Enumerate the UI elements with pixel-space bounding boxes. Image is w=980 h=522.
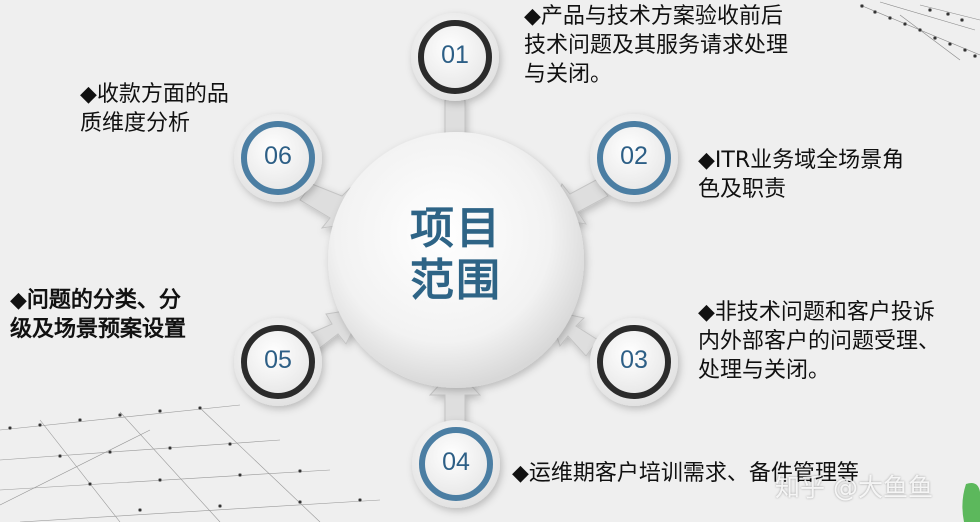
node-text-05: ◆问题的分类、分 级及场景预案设置 xyxy=(10,286,186,344)
node-circle-04 xyxy=(412,420,500,508)
node-circle-03 xyxy=(590,318,678,406)
node-text-05-line1: ◆问题的分类、分 xyxy=(10,288,181,313)
node-text-01-line3: 与关闭。 xyxy=(524,62,613,87)
node-text-01-line2: 技术问题及其服务请求处理 xyxy=(524,33,789,58)
center-title-line1: 项目 xyxy=(410,203,502,254)
node-text-02-line1: ◆ITR业务域全场景角 xyxy=(698,148,905,173)
node-text-02-line2: 色及职责 xyxy=(698,177,787,202)
node-text-06: ◆收款方面的品 质维度分析 xyxy=(80,80,229,138)
watermark: 知乎 @大鱼鱼 xyxy=(775,473,933,502)
node-text-02: ◆ITR业务域全场景角 色及职责 xyxy=(698,146,904,204)
node-text-06-line1: ◆收款方面的品 xyxy=(80,82,229,107)
node-circle-02 xyxy=(590,114,678,202)
center-title: 项目 范围 xyxy=(380,203,532,307)
node-text-05-line2: 级及场景预案设置 xyxy=(10,317,187,342)
node-text-06-line2: 质维度分析 xyxy=(80,111,191,136)
node-number-02: 02 xyxy=(620,142,648,170)
node-circle-01 xyxy=(411,13,499,101)
center-title-line2: 范围 xyxy=(410,255,502,306)
leaf-icon xyxy=(962,483,980,522)
node-text-03: ◆非技术问题和客户投诉 内外部客户的问题受理、 处理与关闭。 xyxy=(698,298,940,385)
center-circle xyxy=(328,132,584,388)
node-number-06: 06 xyxy=(264,142,292,170)
node-text-03-line1: ◆非技术问题和客户投诉 xyxy=(698,300,935,325)
node-number-01: 01 xyxy=(441,41,469,69)
node-number-04: 04 xyxy=(442,448,470,476)
node-text-03-line2: 内外部客户的问题受理、 xyxy=(698,329,941,354)
node-number-03: 03 xyxy=(620,346,648,374)
node-text-04-line1: ◆运维期客户培训需求、备件管理等 xyxy=(512,461,859,486)
node-text-04: ◆运维期客户培训需求、备件管理等 xyxy=(512,459,859,488)
node-text-03-line3: 处理与关闭。 xyxy=(698,358,831,383)
node-circle-06 xyxy=(234,114,322,202)
node-text-01: ◆产品与技术方案验收前后 技术问题及其服务请求处理 与关闭。 xyxy=(524,2,788,89)
network-pattern-bottom-left xyxy=(0,404,381,522)
network-pattern-top-right xyxy=(859,1,980,61)
node-circle-05 xyxy=(234,318,322,406)
node-number-05: 05 xyxy=(264,346,292,374)
node-text-01-line1: ◆产品与技术方案验收前后 xyxy=(524,4,783,29)
